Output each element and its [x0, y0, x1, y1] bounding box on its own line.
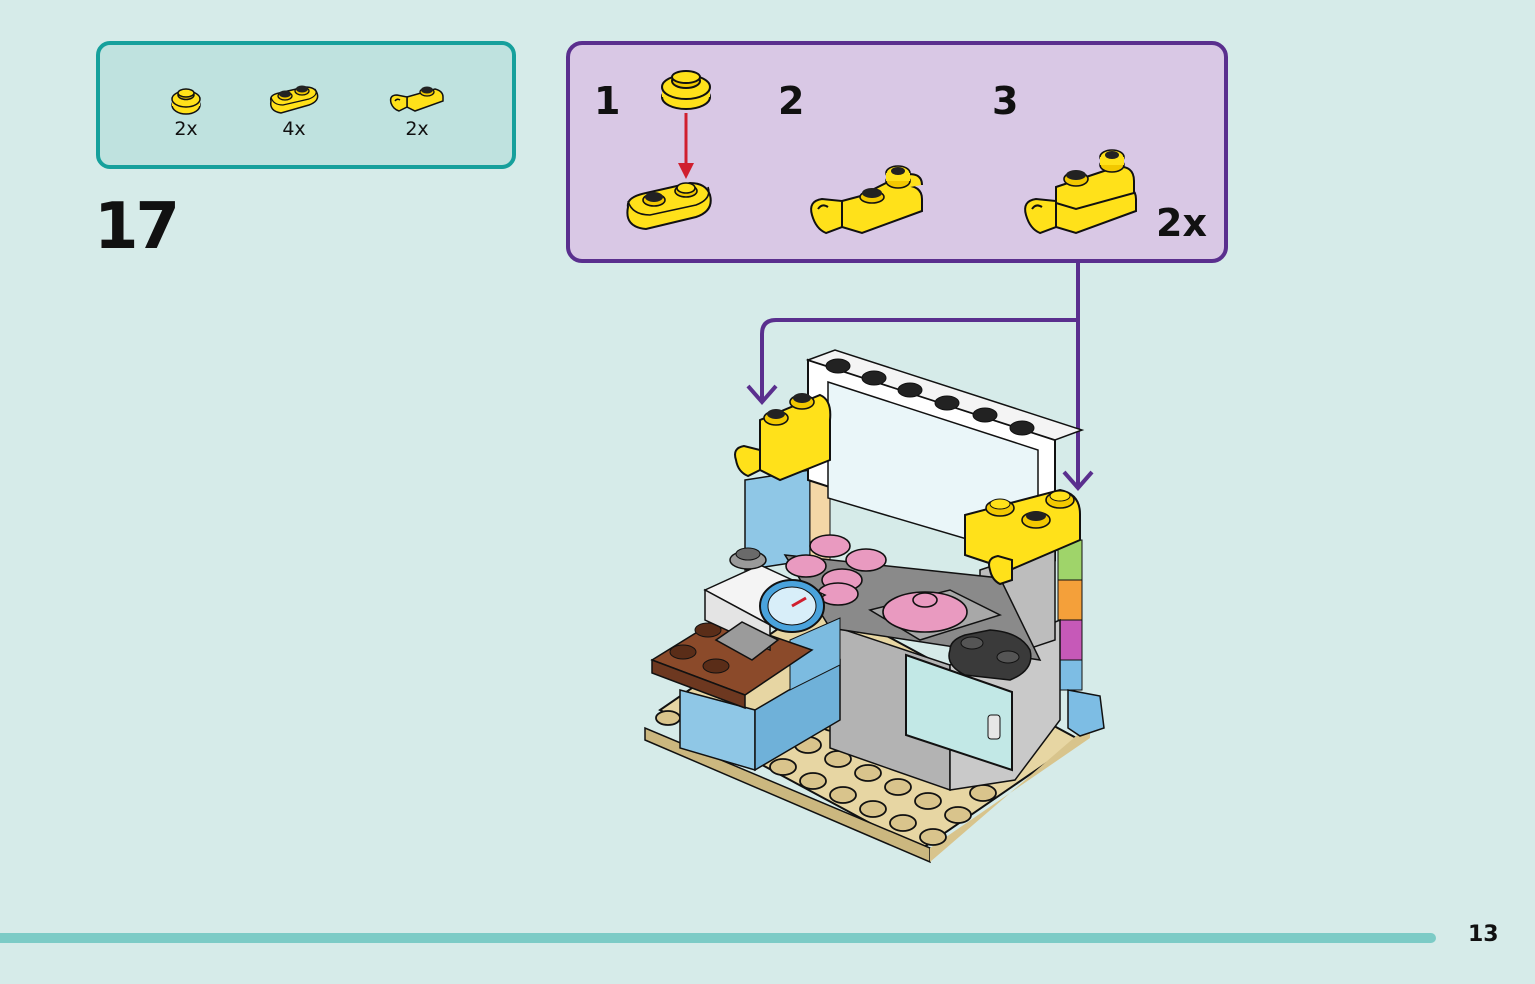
- black-plate: [948, 629, 1032, 681]
- pink-dishes: [785, 534, 968, 633]
- part-quantity: 2x: [174, 118, 198, 140]
- substep-1-illustration: [626, 70, 712, 231]
- substep-label-3: 3: [992, 79, 1019, 123]
- substep-3-illustration: [1024, 149, 1137, 235]
- part-quantity: 2x: [405, 118, 429, 140]
- footer-bar: [0, 933, 1436, 943]
- yellow-clip-left: [734, 393, 832, 482]
- parts-list-panel: 2x 4x 2x: [96, 41, 516, 169]
- down-arrow-icon: [678, 163, 694, 179]
- substep-panel: 1 2 3 2x: [566, 41, 1228, 263]
- callout-arrows: [746, 263, 1094, 492]
- frame-studs: [825, 358, 1035, 436]
- plate-clip-icon: [389, 86, 444, 112]
- left-blue-base: [679, 617, 841, 772]
- round-plate-1x1-icon: [171, 88, 201, 115]
- baseplate-studs: [655, 710, 997, 846]
- substep-label-1: 1: [594, 79, 621, 123]
- plate-1x2-rounded-icon: [269, 85, 319, 114]
- plate-1x2-rounded-icon: [626, 181, 712, 231]
- right-color-stack: [1057, 539, 1105, 737]
- substep-label-2: 2: [778, 79, 805, 123]
- page-number: 13: [1468, 922, 1499, 947]
- yellow-clip-right: [964, 488, 1081, 586]
- part-item-round-plate: 2x: [166, 85, 206, 139]
- substep-multiplier: 2x: [1156, 201, 1207, 245]
- step-number: 17: [94, 190, 180, 264]
- part-item-plate-1x2: 4x: [264, 81, 324, 139]
- round-plate-1x1-icon: [661, 70, 711, 110]
- substep-2-illustration: [810, 165, 923, 235]
- scale-and-register: [703, 547, 827, 661]
- part-item-plate-clip: 2x: [386, 81, 448, 139]
- part-quantity: 4x: [282, 118, 306, 140]
